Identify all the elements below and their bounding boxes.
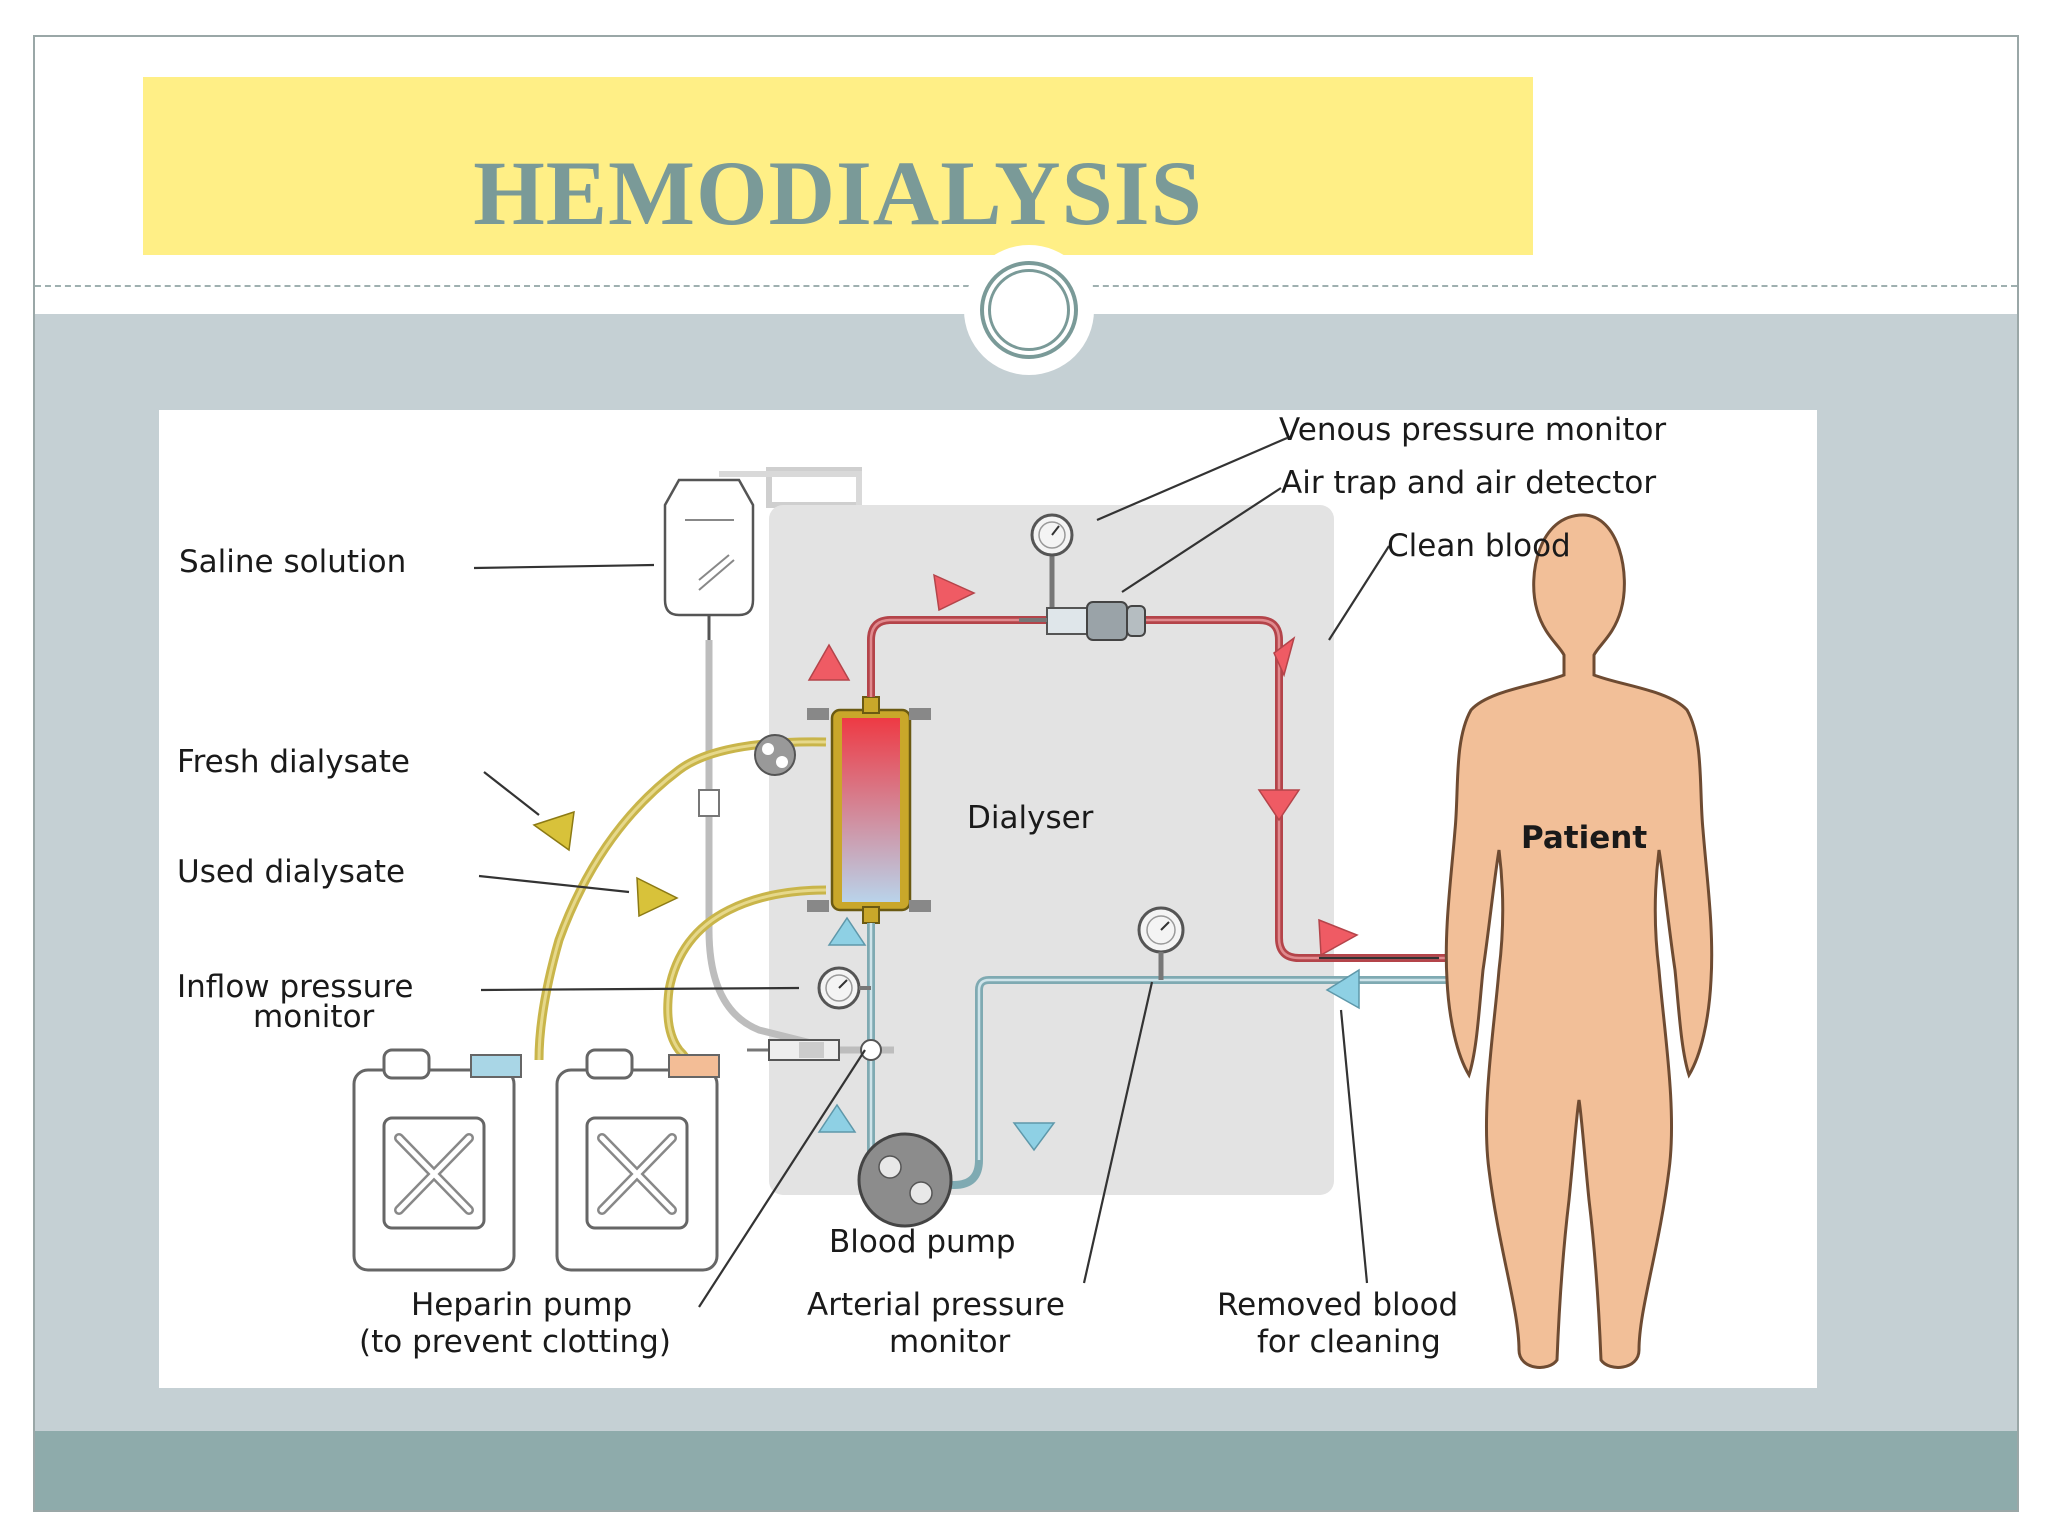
label-clean-blood: Clean blood	[1387, 528, 1571, 564]
label-air-trap: Air trap and air detector	[1281, 465, 1656, 501]
red-arrow-icon	[1257, 789, 1301, 822]
saline-bag-icon	[663, 478, 755, 640]
patient-silhouette	[1444, 513, 1714, 1369]
circle-ornament-icon	[964, 245, 1094, 375]
diagram-canvas: Saline solution Fresh dialysate Used dia…	[177, 412, 1714, 1369]
clean-blood-arrows	[807, 573, 1359, 957]
inflow-pressure-gauge-icon	[817, 966, 871, 1010]
yellow-arrow-icon	[636, 876, 679, 918]
heparin-pump-icon	[747, 1039, 882, 1061]
saline-line	[705, 640, 894, 1054]
leader-lines	[473, 436, 1439, 1308]
footer-band	[35, 1431, 2017, 1510]
label-patient: Patient	[1521, 820, 1647, 856]
blood-pump-icon	[857, 1132, 953, 1228]
arterial-pressure-gauge-icon	[1137, 906, 1185, 980]
red-arrow-icon	[1318, 918, 1359, 957]
saline-clamp	[698, 789, 720, 817]
label-removed-1: Removed blood	[1217, 1287, 1458, 1323]
slide-title: HEMODIALYSIS	[473, 142, 1203, 244]
blue-arrow-icon	[817, 1103, 857, 1133]
label-saline-solution: Saline solution	[179, 544, 406, 580]
fresh-dialysate-container-icon	[352, 1048, 522, 1272]
blue-arrow-icon	[827, 916, 867, 946]
label-inflow-pressure-2: monitor	[253, 999, 375, 1035]
blue-arrow-icon	[1325, 968, 1360, 1010]
label-dialyser: Dialyser	[967, 800, 1094, 836]
dialysate-arrows	[532, 810, 679, 918]
hemodialysis-diagram: Saline solution Fresh dialysate Used dia…	[159, 410, 1817, 1388]
dialysis-machine	[769, 505, 1334, 1195]
label-venous-pressure: Venous pressure monitor	[1279, 412, 1666, 448]
label-heparin-1: Heparin pump	[411, 1287, 632, 1323]
label-arterial-1: Arterial pressure	[807, 1287, 1065, 1323]
label-heparin-2: (to prevent clotting)	[359, 1324, 671, 1360]
red-arrow-icon	[1273, 636, 1296, 678]
red-arrow-icon	[807, 643, 851, 681]
yellow-arrow-icon	[532, 810, 575, 852]
used-dialysate-container-icon	[555, 1048, 720, 1272]
red-arrow-icon	[933, 573, 976, 612]
blue-arrow-icon	[1012, 1122, 1056, 1152]
label-fresh-dialysate: Fresh dialysate	[177, 744, 410, 780]
label-used-dialysate: Used dialysate	[177, 854, 405, 890]
label-blood-pump: Blood pump	[829, 1224, 1016, 1260]
label-arterial-2: monitor	[889, 1324, 1011, 1360]
saline-pole	[719, 471, 862, 505]
title-banner: HEMODIALYSIS	[143, 77, 1533, 255]
removed-blood-arrows	[817, 916, 1360, 1152]
air-trap-icon	[1019, 601, 1146, 641]
label-removed-2: for cleaning	[1257, 1324, 1441, 1360]
label-inflow-pressure-1: Inflow pressure	[177, 969, 413, 1005]
dialysate-pump-icon	[754, 734, 796, 776]
dialyser-icon	[807, 696, 931, 924]
